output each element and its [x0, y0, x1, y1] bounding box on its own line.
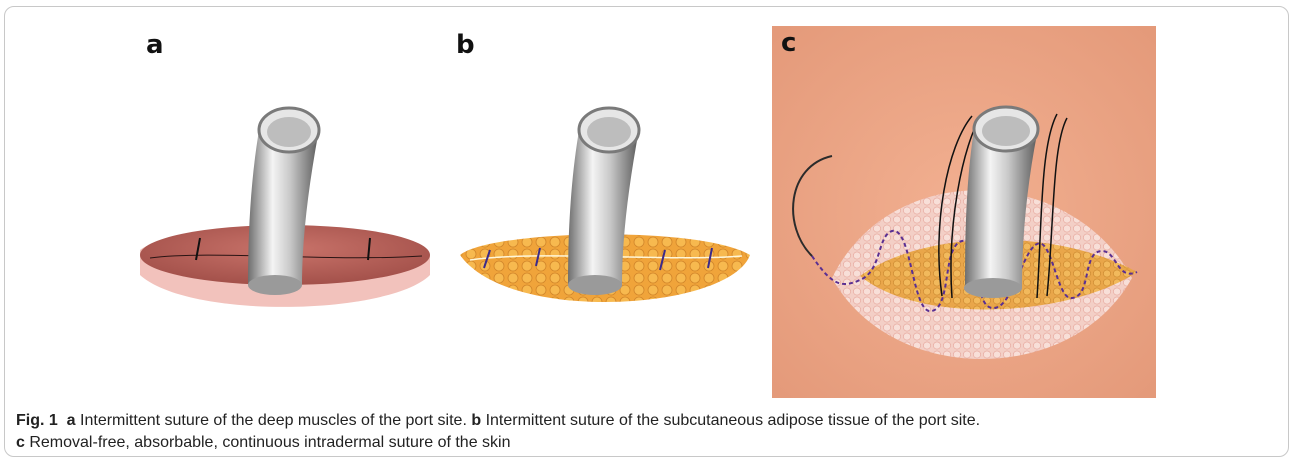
figure-caption: Fig. 1 a Intermittent suture of the deep… — [16, 410, 1276, 454]
panel-a-label: a — [146, 32, 164, 58]
caption-key-c: c — [16, 434, 25, 451]
panel-c-label: c — [781, 30, 796, 56]
panel-b-label: b — [456, 32, 475, 58]
panel-c-illustration — [772, 26, 1156, 398]
caption-text-c: Removal-free, absorbable, continuous int… — [25, 434, 511, 451]
caption-text-b: Intermittent suture of the subcutaneous … — [481, 412, 980, 429]
caption-key-b: b — [471, 412, 481, 429]
caption-text-a: Intermittent suture of the deep muscles … — [76, 412, 472, 429]
caption-key-a: a — [67, 412, 76, 429]
panel-a-illustration — [130, 80, 440, 330]
figure-number: Fig. 1 — [16, 412, 58, 429]
panel-b-illustration — [450, 80, 760, 330]
